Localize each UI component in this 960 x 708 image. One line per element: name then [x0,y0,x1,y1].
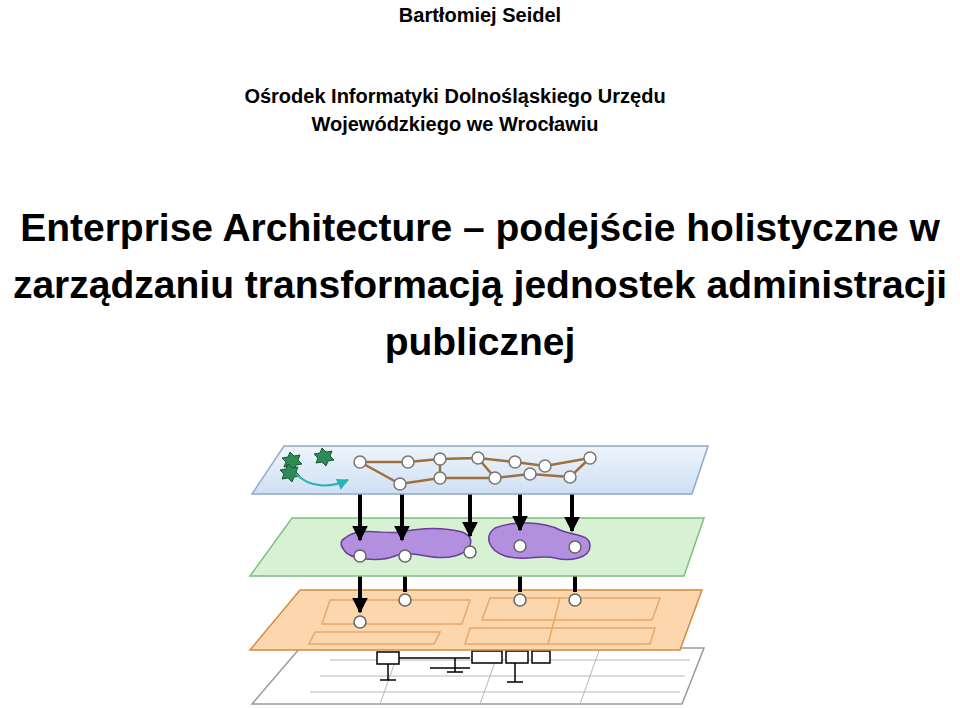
author-text: Bartłomiej Seidel [399,4,561,26]
slide-title: Enterprise Architecture – podejście holi… [5,199,955,370]
process-plane [250,518,704,576]
title-text: Enterprise Architecture – podejście holi… [13,206,947,363]
infrastructure-plane [252,648,704,704]
mapping-arrows [360,494,572,540]
author-name: Bartłomiej Seidel [280,2,680,28]
business-plane [252,446,708,494]
institution-name: Ośrodek Informatyki Dolnośląskiego Urzęd… [205,82,705,138]
institution-text: Ośrodek Informatyki Dolnośląskiego Urzęd… [244,85,665,135]
application-plane [250,590,702,650]
